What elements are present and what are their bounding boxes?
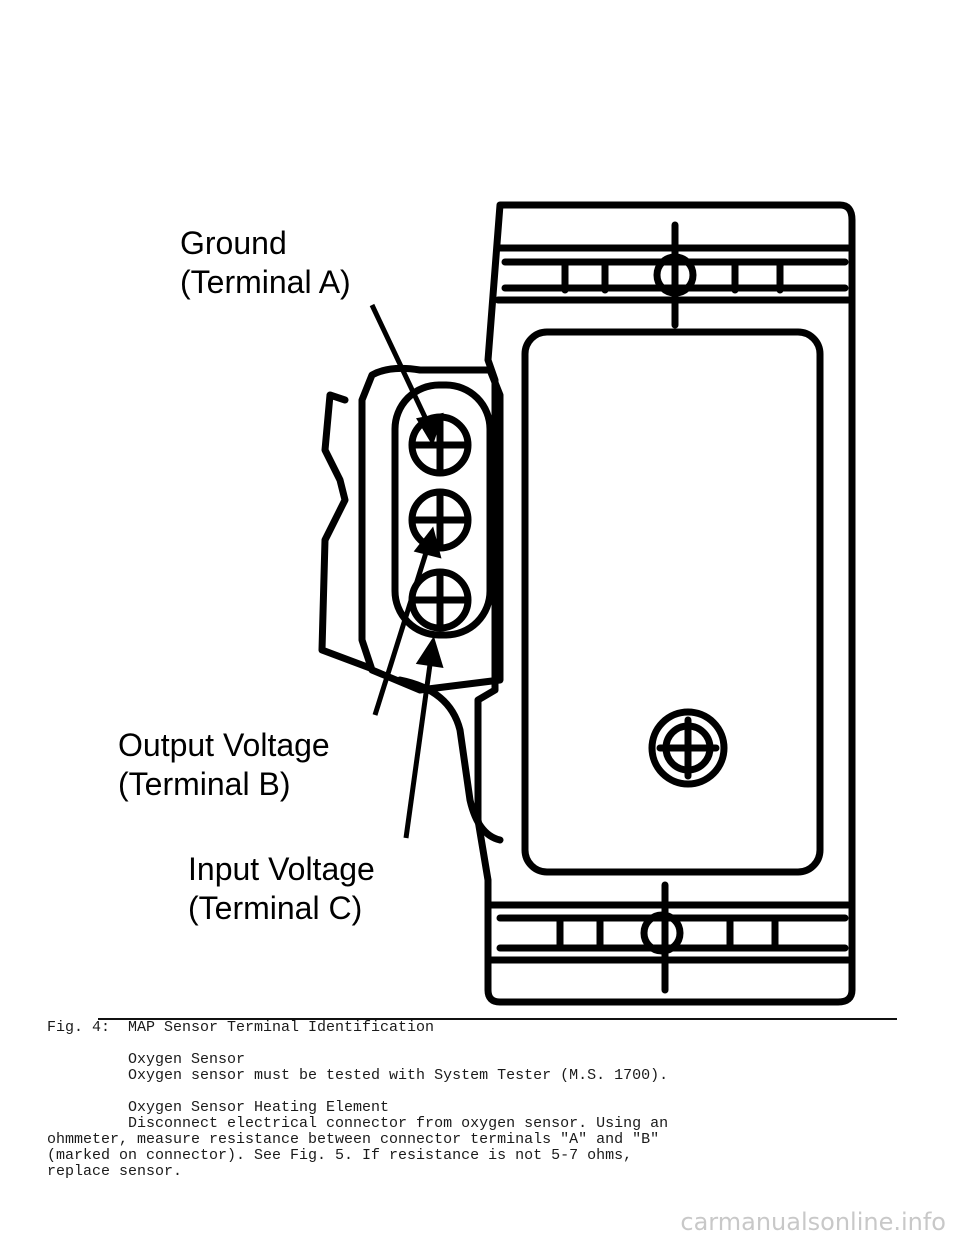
heating-element-body-1: Disconnect electrical connector from oxy… <box>47 1115 669 1132</box>
map-sensor-diagram: Ground (Terminal A) Output Voltage (Term… <box>118 201 856 1006</box>
oxygen-sensor-heading: Oxygen Sensor <box>47 1051 246 1068</box>
svg-text:(Terminal C): (Terminal C) <box>188 890 362 926</box>
heating-element-body-4: replace sensor. <box>47 1163 183 1180</box>
sensor-body-outline <box>474 201 856 1006</box>
svg-text:(Terminal A): (Terminal A) <box>180 264 351 300</box>
svg-text:Ground: Ground <box>180 225 287 261</box>
inner-panel <box>521 328 824 876</box>
arrow-terminal-c <box>403 649 435 839</box>
heating-element-body-3: (marked on connector). See Fig. 5. If re… <box>47 1147 633 1164</box>
arrow-terminal-a <box>369 303 435 434</box>
heating-element-heading: Oxygen Sensor Heating Element <box>47 1099 390 1116</box>
figure-caption: Fig. 4: MAP Sensor Terminal Identificati… <box>47 1019 435 1036</box>
label-terminal-c-sub: (Terminal C) <box>188 890 362 926</box>
label-terminal-b-sub: (Terminal B) <box>118 766 290 802</box>
svg-text:Input Voltage: Input Voltage <box>188 851 375 887</box>
caption-rule <box>98 1018 897 1020</box>
arrow-terminal-b <box>372 539 433 716</box>
label-terminal-a-sub: (Terminal A) <box>180 264 351 300</box>
vacuum-port <box>648 708 728 788</box>
oxygen-sensor-body: Oxygen sensor must be tested with System… <box>47 1067 669 1084</box>
bottom-mount-hole <box>640 911 684 955</box>
label-terminal-c-title: Input Voltage <box>188 851 375 887</box>
heating-element-body-2: ohmmeter, measure resistance between con… <box>47 1131 660 1148</box>
watermark: carmanualsonline.info <box>680 1208 946 1236</box>
label-terminal-a-title: Ground <box>180 225 287 261</box>
svg-text:(Terminal B): (Terminal B) <box>118 766 290 802</box>
top-mount-hole <box>653 253 697 297</box>
label-terminal-b-title: Output Voltage <box>118 727 330 763</box>
bottom-mount-bar <box>486 901 852 964</box>
svg-text:Output Voltage: Output Voltage <box>118 727 330 763</box>
